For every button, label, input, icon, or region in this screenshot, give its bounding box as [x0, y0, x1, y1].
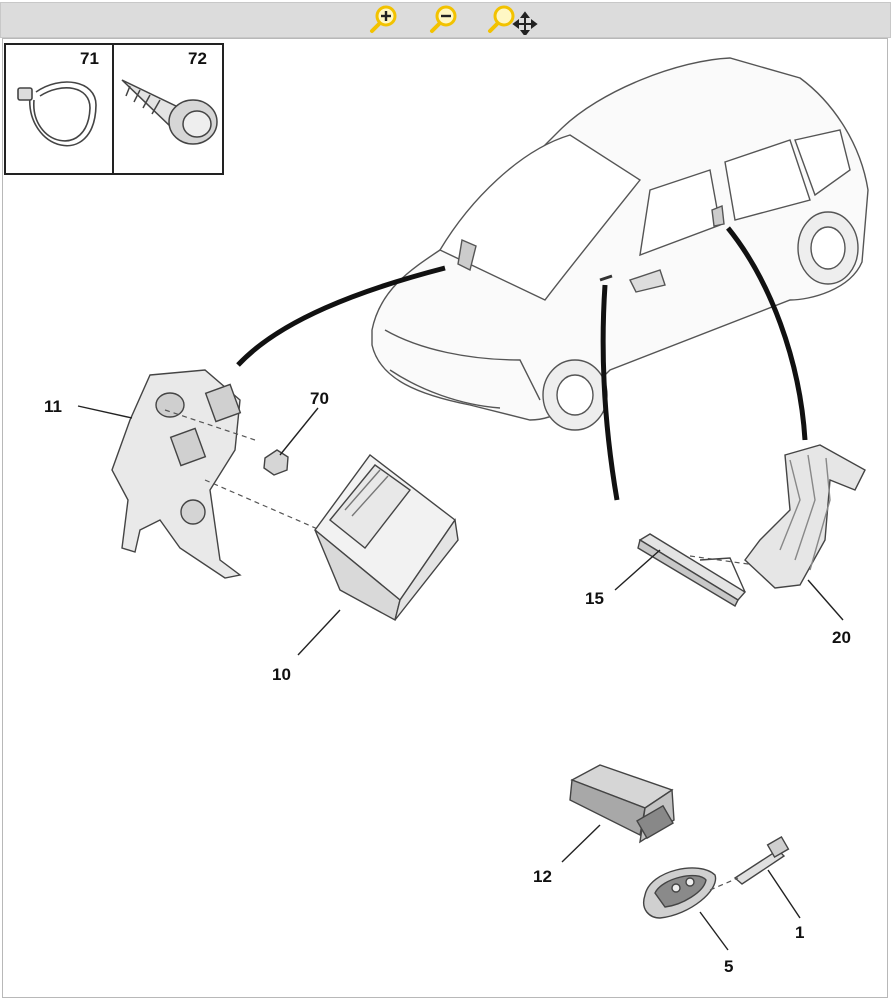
- zoom-pan-button[interactable]: [484, 3, 540, 35]
- bracket-part-11[interactable]: [111, 369, 242, 579]
- callout-12: 12: [533, 867, 552, 886]
- cable-tie-icon: [17, 81, 97, 147]
- zoom-toolbar: [0, 0, 891, 38]
- magnifier-minus-icon: [430, 5, 457, 33]
- callout-15: 15: [585, 589, 604, 608]
- antenna-part-15[interactable]: [637, 533, 747, 607]
- screw-icon: [121, 79, 218, 145]
- callout-70: 70: [310, 389, 329, 408]
- callout-11: 11: [44, 397, 62, 416]
- key-blade-part-1[interactable]: [733, 835, 790, 885]
- bracket-part-20[interactable]: [744, 444, 866, 589]
- assembly-dash-line-15: [689, 555, 756, 566]
- callout-leaders: [77, 405, 844, 951]
- inset-box-72[interactable]: 72: [112, 43, 224, 175]
- switch-part-12[interactable]: [569, 764, 675, 844]
- nut-part-70[interactable]: [263, 449, 289, 476]
- zoom-out-button[interactable]: [426, 3, 460, 35]
- callout-5: 5: [724, 957, 733, 976]
- callout-20: 20: [832, 628, 851, 647]
- key-fob-part-5[interactable]: [643, 867, 717, 919]
- magnifier-plus-icon: [370, 5, 397, 33]
- callout-1: 1: [795, 923, 804, 942]
- car-illustration: [371, 57, 869, 431]
- assembly-dash-lines: [164, 409, 321, 531]
- inset-box-71[interactable]: 71: [4, 43, 114, 175]
- leader-lines: [236, 226, 808, 501]
- inset-label-71: 71: [80, 49, 99, 68]
- zoom-in-button[interactable]: [366, 3, 400, 35]
- inset-label-72: 72: [188, 49, 207, 68]
- ecu-part-10[interactable]: [314, 454, 459, 622]
- callout-10: 10: [272, 665, 291, 684]
- magnifier-move-icon: [488, 5, 538, 35]
